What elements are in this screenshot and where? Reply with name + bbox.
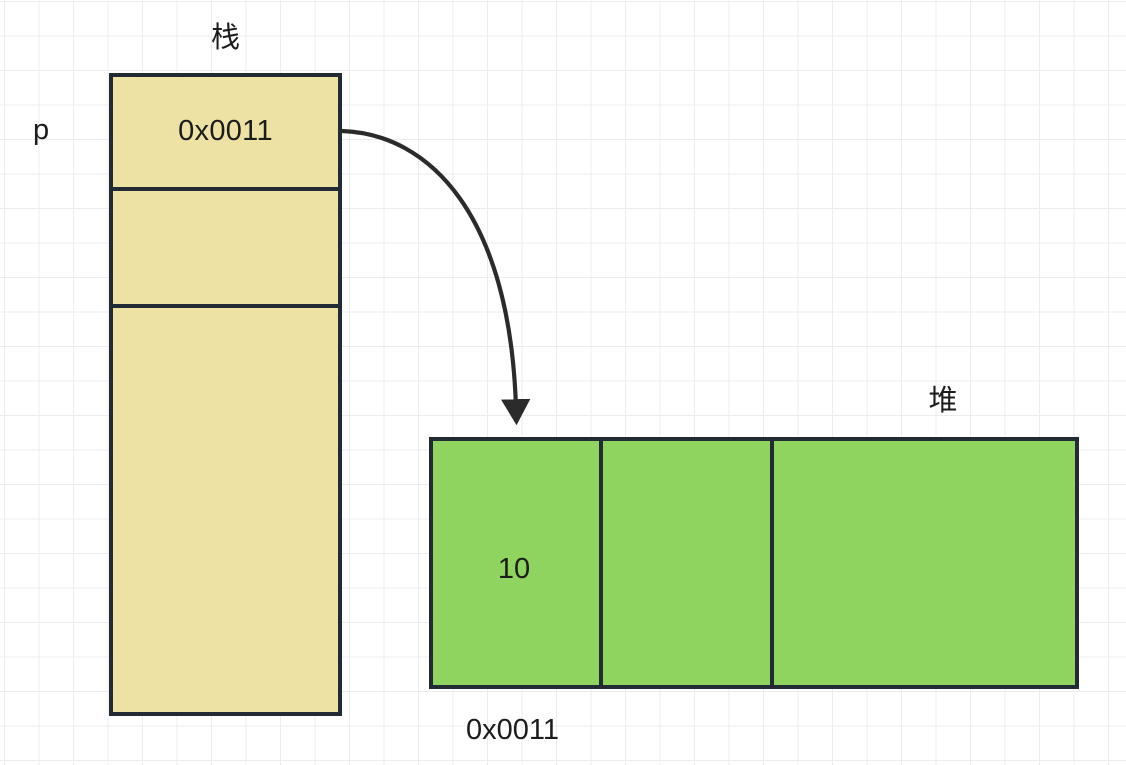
stack-cell-0-value: 0x0011 (178, 115, 273, 147)
stack-cell-0[interactable]: 0x0011 (113, 77, 338, 191)
heap-cell-1[interactable] (603, 441, 774, 685)
heap-memory-block: 10 (429, 437, 1079, 689)
stack-cell-2[interactable] (113, 308, 338, 712)
heap-cell-0[interactable]: 10 (433, 441, 603, 685)
heap-cell-2[interactable] (774, 441, 1075, 685)
pointer-variable-label: p (33, 114, 50, 146)
heap-address-label: 0x0011 (466, 714, 559, 746)
heap-title-label: 堆 (928, 385, 958, 417)
stack-title-label: 栈 (210, 22, 240, 54)
heap-cell-0-value: 10 (497, 553, 531, 585)
pointer-arrow-path (339, 128, 531, 426)
stack-cell-1[interactable] (113, 191, 338, 308)
stack-memory-block: 0x0011 (109, 73, 342, 716)
